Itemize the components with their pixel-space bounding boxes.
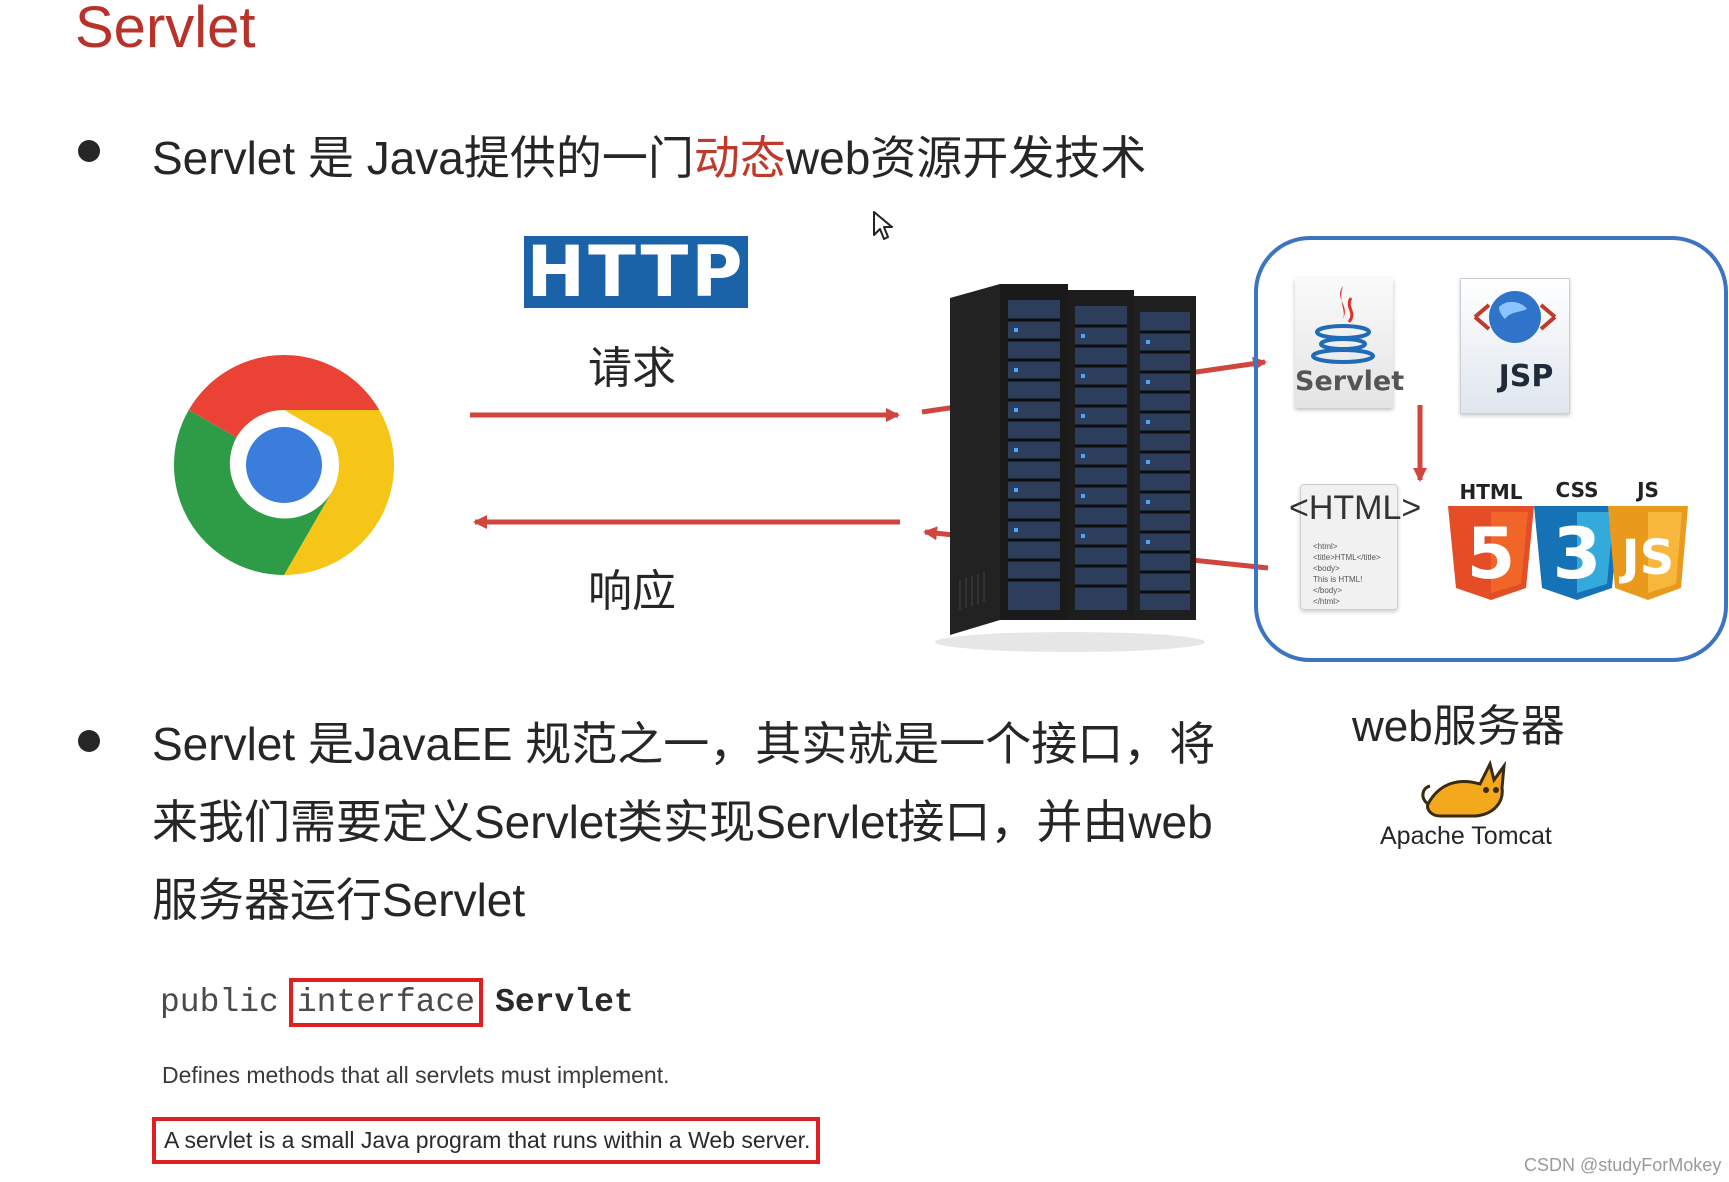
css3-badge: CSS 3 bbox=[1522, 478, 1632, 600]
html5-glyph: 5 bbox=[1467, 513, 1516, 595]
servlet-icon-label: Servlet bbox=[1295, 366, 1405, 397]
html-doc-line: <html> bbox=[1313, 542, 1338, 551]
web-server-box bbox=[1254, 236, 1728, 662]
servlet-definition-callout: A servlet is a small Java program that r… bbox=[152, 1117, 821, 1164]
jsp-icon-card: JSP bbox=[1460, 278, 1570, 414]
response-label: 响应 bbox=[588, 567, 676, 616]
bullet-dot bbox=[78, 730, 100, 752]
bullet-1-text: Servlet 是 Java提供的一门动态web资源开发技术 bbox=[152, 122, 1146, 188]
js-shield-icon: JS bbox=[1608, 506, 1688, 600]
bullet-dot bbox=[78, 140, 100, 162]
html-doc-line: <body> bbox=[1313, 564, 1340, 573]
chrome-browser-icon bbox=[173, 355, 395, 575]
slide-title: Servlet bbox=[75, 0, 256, 60]
html-doc-line: This is HTML! bbox=[1313, 575, 1363, 584]
http-badge: HTTP bbox=[524, 236, 748, 308]
html-doc-line: <title>HTML</title> bbox=[1313, 553, 1381, 562]
mouse-cursor-icon bbox=[873, 211, 893, 240]
web-server-label: web服务器 bbox=[1352, 702, 1565, 751]
html-doc-line: </body> bbox=[1313, 586, 1342, 595]
html5-shield-icon: 5 bbox=[1448, 506, 1534, 600]
request-label: 请求 bbox=[588, 344, 676, 393]
js-badge: JS JS bbox=[1600, 478, 1696, 600]
css3-glyph: 3 bbox=[1553, 513, 1602, 595]
html-doc-tag: <HTML> bbox=[1289, 489, 1422, 527]
html5-badge-label: HTML bbox=[1459, 480, 1523, 504]
bullet-1-pre: Servlet 是 Java提供的一门 bbox=[152, 132, 694, 184]
tomcat-cat-icon bbox=[1421, 759, 1506, 818]
bullet-1-post: web资源开发技术 bbox=[785, 132, 1147, 184]
interface-description: Defines methods that all servlets must i… bbox=[162, 1062, 670, 1088]
watermark: CSDN @studyForMokey bbox=[1524, 1155, 1722, 1175]
html5-badge: HTML 5 bbox=[1436, 480, 1546, 600]
jsp-icon-label: JSP bbox=[1498, 359, 1554, 394]
bullet-2-text: Servlet 是JavaEE 规范之一，其实就是一个接口，将来我们需要定义Se… bbox=[152, 718, 1216, 926]
html-document-icon: <HTML> <html> <title>HTML</title> <body>… bbox=[1289, 484, 1421, 610]
css3-badge-label: CSS bbox=[1555, 478, 1599, 502]
code-interface-name: Servlet bbox=[495, 984, 634, 1021]
js-badge-label: JS bbox=[1637, 478, 1659, 502]
html-doc-line: </html> bbox=[1313, 597, 1340, 606]
js-glyph: JS bbox=[1619, 530, 1674, 586]
tomcat-label: Apache Tomcat bbox=[1380, 822, 1552, 850]
code-keyword-public: public bbox=[160, 984, 279, 1021]
globe-icon bbox=[1473, 291, 1557, 343]
servlet-icon-card: Servlet bbox=[1295, 278, 1405, 408]
code-keyword-interface: interface bbox=[288, 978, 484, 1027]
java-coffee-icon bbox=[1311, 286, 1375, 364]
css3-shield-icon: 3 bbox=[1534, 506, 1620, 600]
bullet-1-highlight: 动态 bbox=[693, 132, 786, 184]
server-rack-icon bbox=[935, 284, 1205, 652]
html-doc-lines: <html> <title>HTML</title> <body> This i… bbox=[1313, 541, 1381, 607]
